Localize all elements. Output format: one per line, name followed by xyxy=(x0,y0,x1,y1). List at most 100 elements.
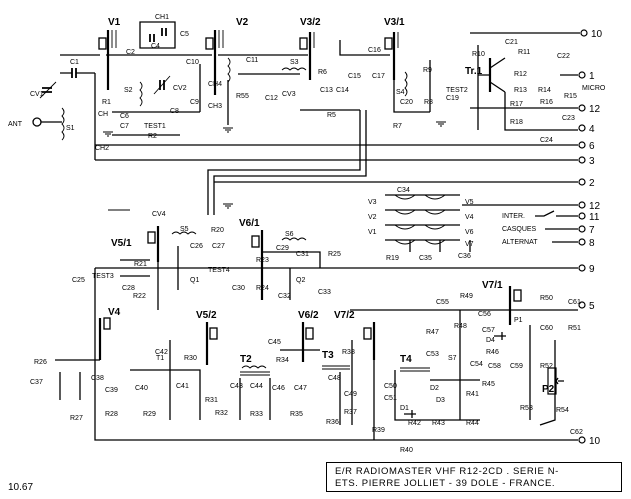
terminal-12-top-label: 12 xyxy=(589,104,601,115)
c26-label: C26 xyxy=(190,243,203,250)
terminal-7-label: 7 xyxy=(589,225,595,236)
c39-label: C39 xyxy=(105,387,118,394)
r29-label: R29 xyxy=(143,411,156,418)
c62-label: C62 xyxy=(570,429,583,436)
title-block: E/R RADIOMASTER VHF R12-2CD . SERIE N- E… xyxy=(326,462,622,492)
tr1-label: Tr.1 xyxy=(465,66,483,77)
c17-label: C17 xyxy=(372,73,385,80)
c32-label: C32 xyxy=(278,293,291,300)
r17-label: R17 xyxy=(510,101,523,108)
t3-label: T3 xyxy=(322,350,334,361)
tube-v6-2-label: V6/2 xyxy=(298,310,319,321)
c35-label: C35 xyxy=(419,255,432,262)
c28-label: C28 xyxy=(122,285,135,292)
sw-row-v1: V1 xyxy=(368,229,377,236)
sw-row-v2: V2 xyxy=(368,214,377,221)
tube-v5-2-label: V5/2 xyxy=(196,310,217,321)
terminal-9-label: 9 xyxy=(589,264,595,275)
t2-transformer xyxy=(240,365,270,376)
terminal-7 xyxy=(578,225,586,233)
r41-label: R41 xyxy=(466,391,479,398)
sw-row-v7: V7 xyxy=(465,241,474,248)
r28-label: R28 xyxy=(105,411,118,418)
s4-coil xyxy=(404,71,408,97)
s7-label: S7 xyxy=(448,355,457,362)
c45-label: C45 xyxy=(268,339,281,346)
tube-v3-2-label: V3/2 xyxy=(300,17,321,28)
c6-label: C6 xyxy=(120,113,129,120)
c13-label: C13 xyxy=(320,87,333,94)
c7-label: C7 xyxy=(120,123,129,130)
c31-label: C31 xyxy=(296,251,309,258)
s5-label: S5 xyxy=(180,226,189,233)
r43-label: R43 xyxy=(432,420,445,427)
c56-label: C56 xyxy=(478,311,491,318)
terminal-1 xyxy=(578,71,586,79)
r49-label: R49 xyxy=(460,293,473,300)
ground-symbols xyxy=(103,121,446,211)
c16-label: C16 xyxy=(368,47,381,54)
c47-label: C47 xyxy=(294,385,307,392)
r22-label: R22 xyxy=(133,293,146,300)
c10-label: C10 xyxy=(186,59,199,66)
r23-label: R23 xyxy=(256,257,269,264)
cv3-label: CV3 xyxy=(282,91,296,98)
tube-v5-2-symbol xyxy=(205,322,218,365)
c4-label: C4 xyxy=(151,43,160,50)
switch-matrix xyxy=(385,194,471,252)
c48-label: C48 xyxy=(328,375,341,382)
s2-label: S2 xyxy=(124,87,133,94)
c11-label: C11 xyxy=(246,57,258,64)
c33-label: C33 xyxy=(318,289,331,296)
test3-label: TEST3 xyxy=(92,273,114,280)
c38-label: C38 xyxy=(91,375,104,382)
r16-label: R16 xyxy=(540,99,553,106)
r33-label: R33 xyxy=(250,411,263,418)
c54-label: C54 xyxy=(470,361,483,368)
d2-label: D2 xyxy=(430,385,439,392)
c42-label: C42 xyxy=(155,349,168,356)
tube-v1-label: V1 xyxy=(108,17,121,28)
s6-label: S6 xyxy=(285,231,294,238)
c22-label: C22 xyxy=(557,53,570,60)
r20-label: R20 xyxy=(211,227,224,234)
tube-v6-1-label: V6/1 xyxy=(239,218,260,229)
terminal-2 xyxy=(578,178,586,186)
terminal-6 xyxy=(578,141,586,149)
r32-label: R32 xyxy=(215,410,228,417)
terminal-5-label: 5 xyxy=(589,301,595,312)
r9-label: R9 xyxy=(423,67,432,74)
s2-coil xyxy=(139,81,143,107)
tube-v5-1-symbol xyxy=(147,226,160,262)
s1-label: S1 xyxy=(66,125,75,132)
cv2-variable-cap xyxy=(153,75,171,95)
r44-label: R44 xyxy=(466,420,479,427)
d3-label: D3 xyxy=(436,397,445,404)
r18-label: R18 xyxy=(510,119,523,126)
r34-label: R34 xyxy=(276,357,289,364)
terminal-4-label: 4 xyxy=(589,124,595,135)
q2-label: Q2 xyxy=(296,277,305,284)
r14-label: R14 xyxy=(538,87,551,94)
s3-label: S3 xyxy=(290,59,299,66)
r26-label: R26 xyxy=(34,359,47,366)
r6-label: R6 xyxy=(318,69,327,76)
ch3-label: CH3 xyxy=(208,103,222,110)
r8-label: R8 xyxy=(424,99,433,106)
c12-label: C12 xyxy=(265,95,278,102)
r19-label: R19 xyxy=(386,255,399,262)
r55-label: R55 xyxy=(236,93,249,100)
tube-v3-2-symbol xyxy=(299,32,315,80)
tr1-transistor xyxy=(478,57,506,93)
terminal-1-label: 1 xyxy=(589,71,595,82)
d1-label: D1 xyxy=(400,405,409,412)
tube-v7-2-symbol xyxy=(363,322,376,360)
r2-label: R2 xyxy=(148,133,157,140)
r35-label: R35 xyxy=(290,411,303,418)
cv1-variable-cap xyxy=(39,81,57,99)
r54-label: R54 xyxy=(556,407,569,414)
s4-label: S4 xyxy=(396,89,405,96)
d1-diode xyxy=(404,410,416,418)
terminal-12-mid xyxy=(578,201,586,209)
c27-label: C27 xyxy=(212,243,225,250)
